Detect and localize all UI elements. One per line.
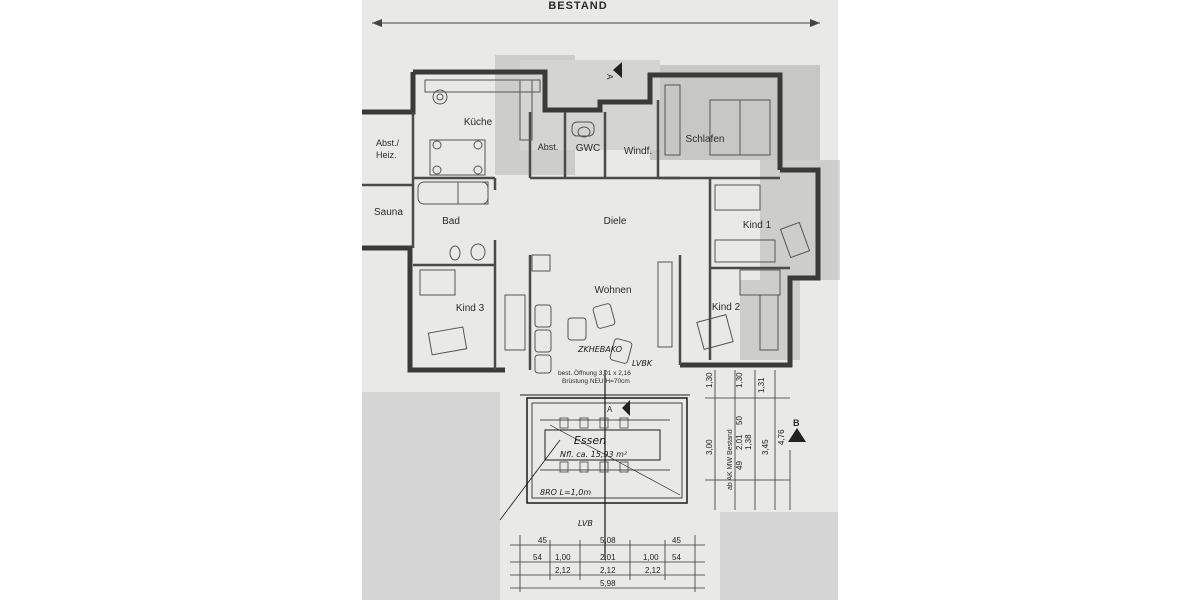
kitchen-furniture xyxy=(424,79,541,176)
dim-row1-b: 5,08 xyxy=(600,536,616,545)
bestand-arrow-left-head xyxy=(372,19,382,27)
dim-row3-a: 2,12 xyxy=(555,566,571,575)
room-label-diele: Diele xyxy=(604,216,627,227)
room-label-abst: Abst. xyxy=(538,142,559,152)
bestand-title: BESTAND xyxy=(548,0,607,12)
bath-fixtures xyxy=(417,121,595,261)
dim-v-7: 3,45 xyxy=(761,439,770,455)
blank-region-left xyxy=(362,392,500,600)
living-furniture xyxy=(531,254,673,374)
room-label-essen: Essen xyxy=(574,434,606,447)
interior-walls xyxy=(362,100,790,370)
section-b-label: B xyxy=(793,418,800,428)
dim-total: 5,98 xyxy=(600,579,616,588)
dim-v-4: 3,00 xyxy=(705,439,714,455)
hand-note-lvb: LVB xyxy=(578,519,593,528)
dim-v-8: 4,76 xyxy=(777,429,786,445)
dining-extension xyxy=(499,370,690,560)
side-note-bestand: ab AK MW Bestand xyxy=(727,429,734,490)
dim-v-2: 1,30 xyxy=(735,372,744,388)
blank-region-right xyxy=(720,512,838,600)
dining-chairs xyxy=(559,417,629,473)
room-label-wohnen: Wohnen xyxy=(594,285,631,296)
room-label-kind2: Kind 2 xyxy=(712,302,741,313)
dim-v-3: 1,31 xyxy=(757,377,766,393)
room-label-bad: Bad xyxy=(442,216,460,227)
room-label-windf: Windf. xyxy=(624,146,652,157)
room-label-sauna: Sauna xyxy=(374,207,403,218)
dim-row1-c: 45 xyxy=(672,536,681,545)
dim-row2-c: 2,01 xyxy=(600,553,616,562)
opening-note-2: Brüstung NEU H=70cm xyxy=(562,378,630,385)
area-note: Nfl. ca. 15,93 m² xyxy=(560,450,628,459)
room-label-kind1: Kind 1 xyxy=(743,220,772,231)
room-label-abst-heiz-2: Heiz. xyxy=(376,150,397,160)
dim-v-10: 50 xyxy=(735,416,744,425)
section-a-arrow-top xyxy=(613,62,622,78)
dim-v-6: 1,38 xyxy=(744,434,753,450)
hand-note-zkhebako: ZKHEBAKO xyxy=(577,345,622,354)
opening-note-1: best. Öffnung 3,01 x 2,16 xyxy=(558,369,631,377)
dim-row2-a: 54 xyxy=(533,553,542,562)
room-label-gwc: GWC xyxy=(576,143,600,154)
dim-row3-b: 2,12 xyxy=(600,566,616,575)
section-a-arrow-bottom xyxy=(622,400,630,416)
dim-v-9: 49 xyxy=(735,461,744,470)
bedroom-furniture xyxy=(419,84,811,356)
hand-note-8ro: 8RO L=1,0m xyxy=(540,488,591,497)
room-label-kind3: Kind 3 xyxy=(456,303,485,314)
dim-v-1: 1,30 xyxy=(705,372,714,388)
dim-row2-b: 1,00 xyxy=(555,553,571,562)
bestand-arrow-right-head xyxy=(810,19,820,27)
dim-row3-c: 2,12 xyxy=(645,566,661,575)
section-a-label-bottom: A xyxy=(607,405,613,414)
dim-v-5: 2,01 xyxy=(735,434,744,450)
room-label-abst-heiz-1: Abst./ xyxy=(376,138,400,148)
dim-row2-d: 1,00 xyxy=(643,553,659,562)
dim-row2-e: 54 xyxy=(672,553,681,562)
hand-note-lvbk: LVBK xyxy=(632,359,653,368)
dim-row1-a: 45 xyxy=(538,536,547,545)
section-a-label-top: A xyxy=(605,74,614,80)
section-b-arrow xyxy=(788,428,806,442)
room-label-schlafen: Schlafen xyxy=(686,134,725,145)
dimension-lines xyxy=(510,370,791,592)
room-label-kueche: Küche xyxy=(464,117,493,128)
